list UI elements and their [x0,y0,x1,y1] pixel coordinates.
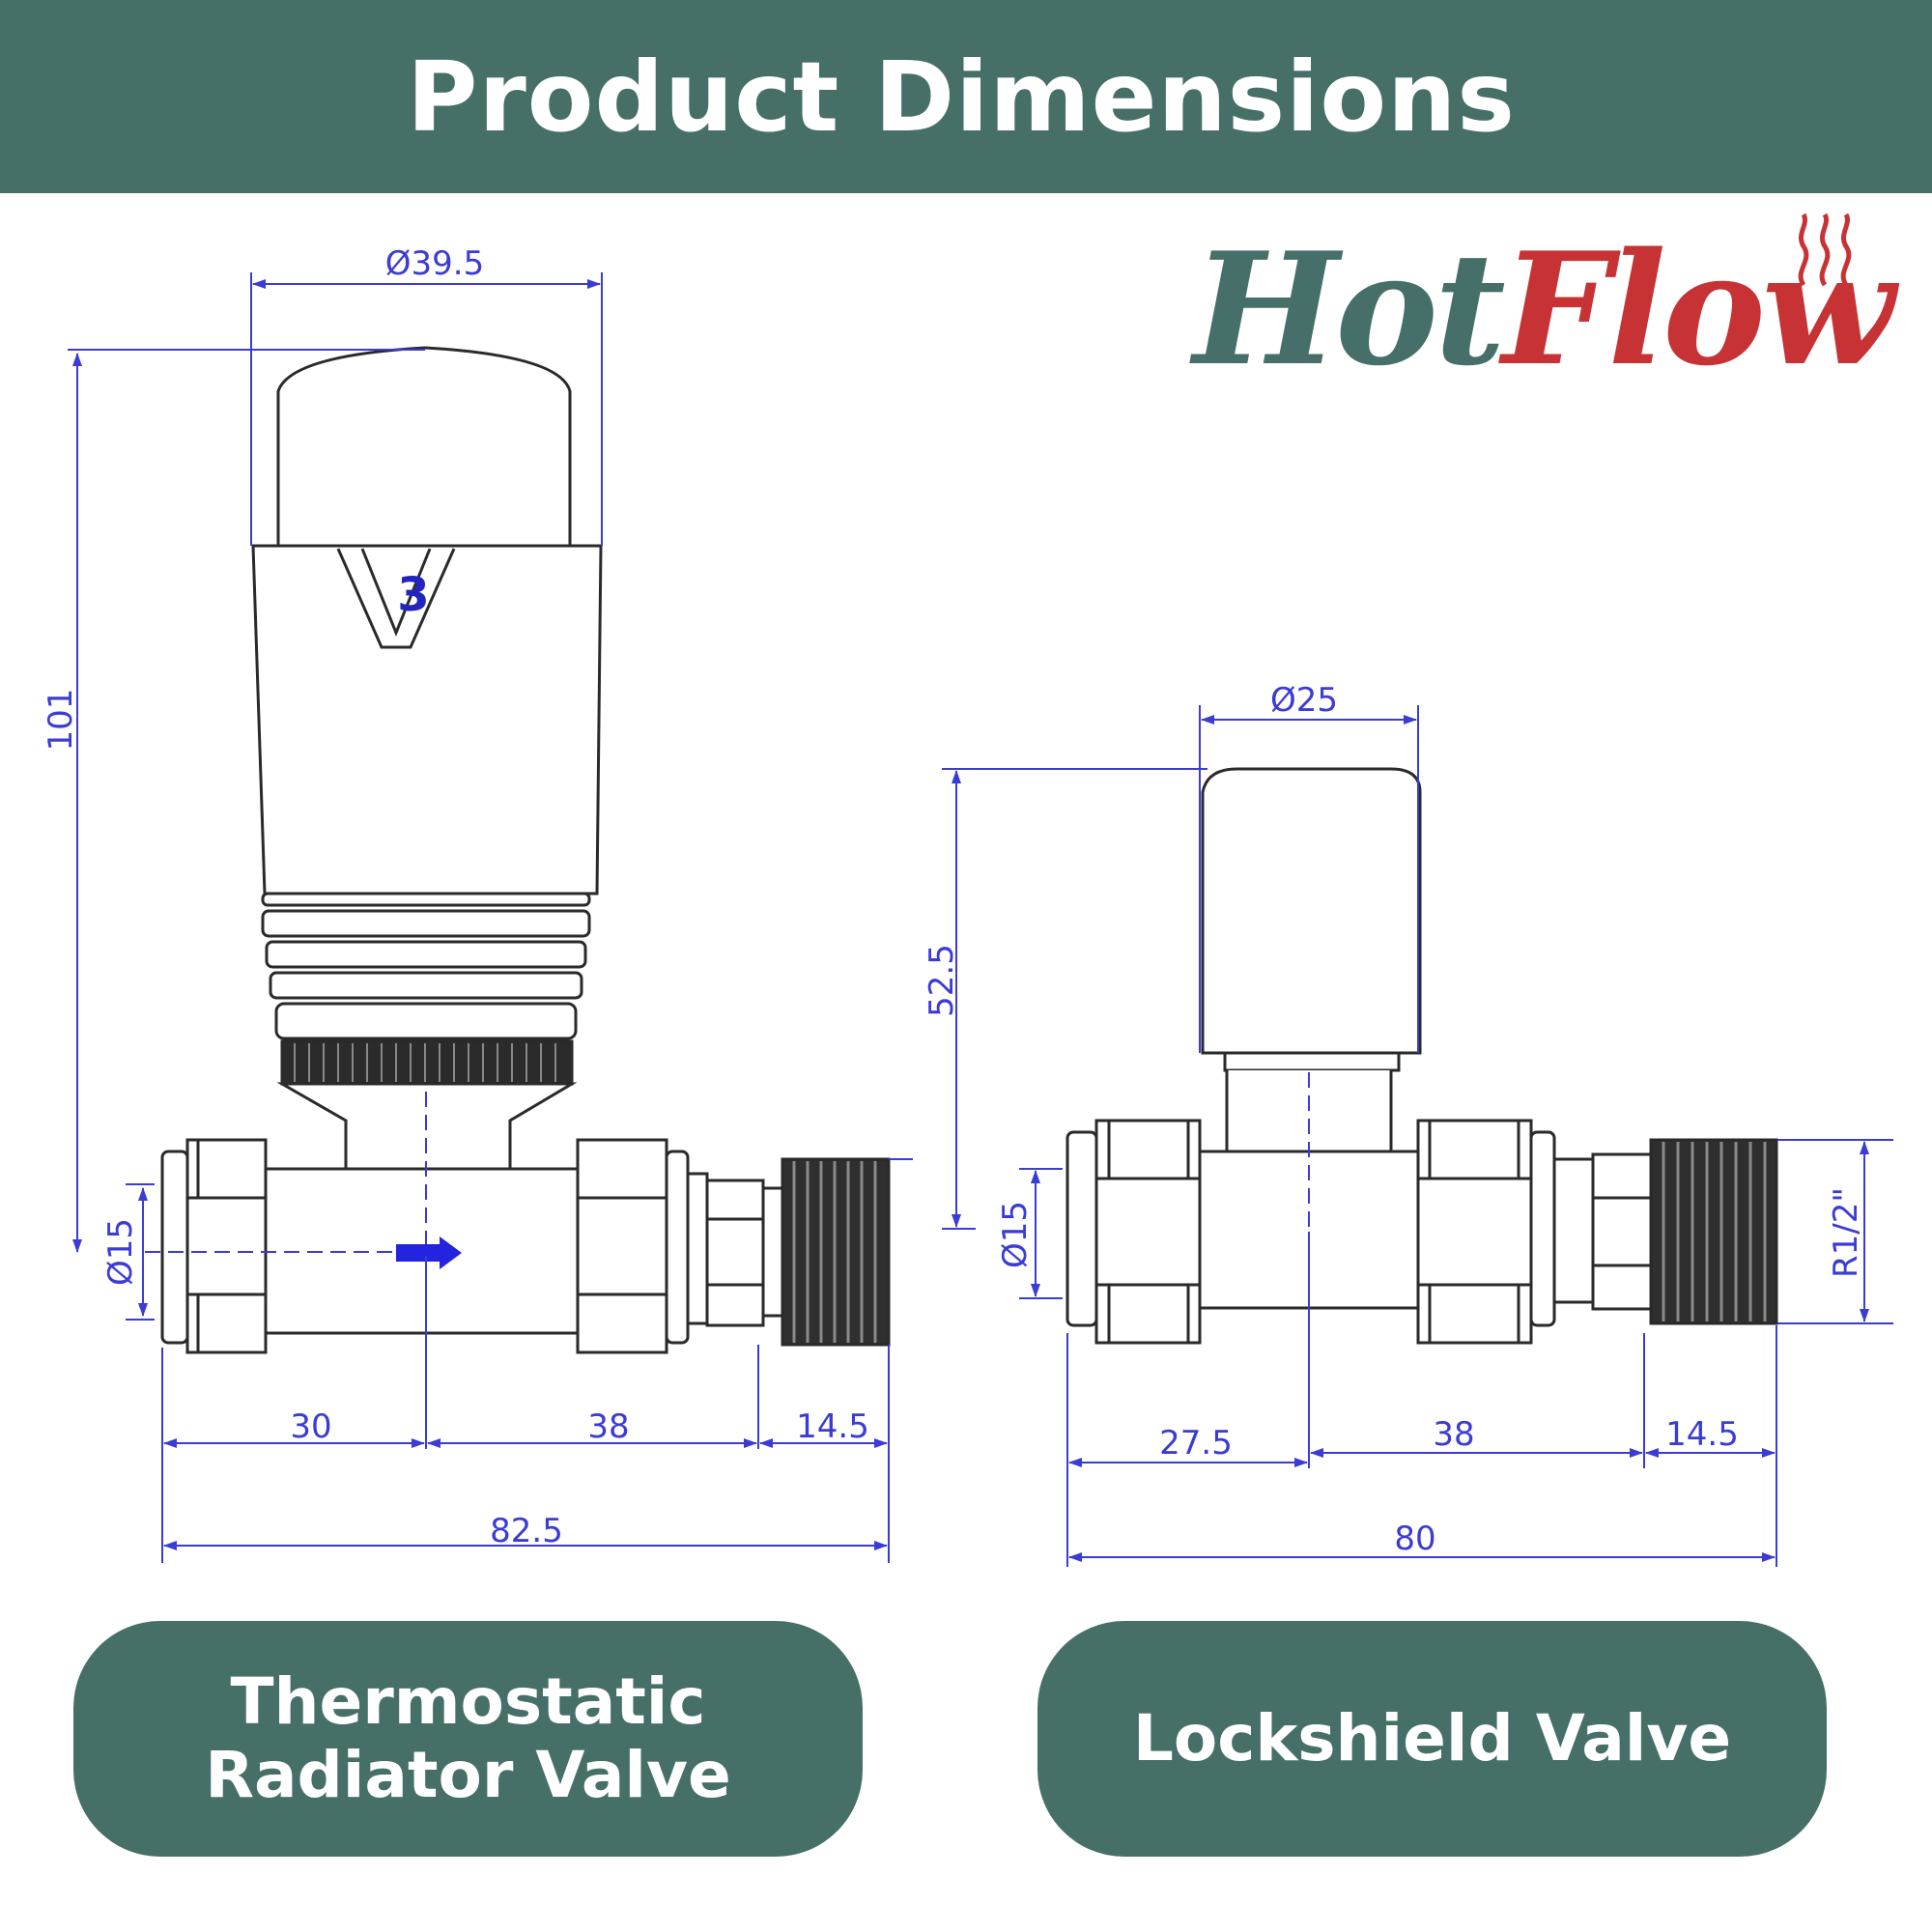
trv-dim-right: 14.5 [796,1407,869,1446]
trv-label: Thermostatic Radiator Valve [73,1621,863,1857]
flow-arrow-icon [396,1236,462,1269]
page-title: Product Dimensions [407,40,1516,154]
trv-dim-overall: 82.5 [490,1512,563,1550]
trv-dial-notch [336,548,456,649]
logo-hot: Hot [1193,218,1506,400]
header-bar: Product Dimensions [0,0,1932,193]
trv-dim-pipe-diameter: Ø15 [101,1218,140,1286]
lockshield-left-nut [1094,1119,1202,1345]
trv-dim-top-diameter: Ø39.5 [385,244,484,283]
lockshield-dim-pipe-diameter: Ø15 [996,1201,1035,1268]
trv-cap [276,346,572,548]
technical-drawing: 3 Ø39.5 101 Ø15 30 38 14.5 82.5 [42,244,1893,1567]
lockshield-dim-middle: 38 [1433,1415,1474,1454]
trv-drawing [160,346,891,1354]
logo-flow: Flow [1501,218,1895,400]
lockshield-dim-height: 52.5 [923,944,961,1017]
lockshield-label-text: Lockshield Valve [1132,1701,1732,1776]
lockshield-thread [1649,1138,1778,1325]
trv-label-line1: Thermostatic [230,1664,706,1740]
lockshield-dim-thread: R1/2" [1827,1187,1865,1278]
lockshield-dim-top-diameter: Ø25 [1270,681,1338,720]
lockshield-cap [1201,767,1422,1055]
trv-knurled-nut [280,1039,574,1086]
lockshield-dim-overall: 80 [1394,1520,1435,1558]
trv-dim-middle: 38 [587,1407,629,1446]
lockshield-drawing [1065,767,1778,1345]
lockshield-label: Lockshield Valve [1037,1621,1827,1857]
hotflow-logo: HotFlow [1193,213,1895,396]
trv-label-line2: Radiator Valve [205,1738,731,1812]
trv-dim-left: 30 [290,1407,331,1446]
steam-icon [1798,213,1852,287]
lockshield-dim-left: 27.5 [1159,1424,1233,1463]
logo-wordmark: HotFlow [1193,232,1895,386]
trv-right-nut [576,1138,668,1354]
trv-dim-height: 101 [42,689,80,752]
lockshield-dim-right: 14.5 [1665,1415,1739,1454]
trv-dial-number: 3 [397,568,429,622]
trv-head-body [251,544,603,895]
lockshield-right-nut [1416,1119,1533,1345]
trv-left-nut [185,1138,268,1354]
